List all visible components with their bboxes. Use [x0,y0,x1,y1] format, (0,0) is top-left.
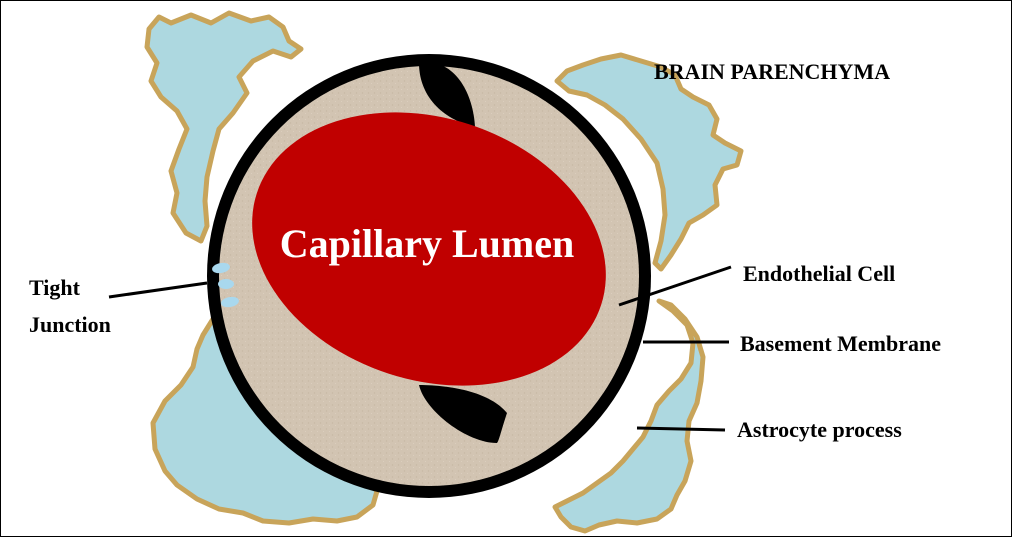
basement-membrane-label: Basement Membrane [740,331,941,356]
astrocyte-process-leader-line [637,428,725,430]
brain-parenchyma-label: BRAIN PARENCHYMA [654,59,890,84]
tight-junction-label-line1: Tight [29,275,81,300]
tight-junction-label-line2: Junction [29,312,111,337]
capillary-lumen-label: Capillary Lumen [280,221,574,266]
endothelial-cell-label: Endothelial Cell [743,261,895,286]
astrocyte-process-label: Astrocyte process [737,417,902,442]
tight-junction-leader-line [109,283,207,297]
